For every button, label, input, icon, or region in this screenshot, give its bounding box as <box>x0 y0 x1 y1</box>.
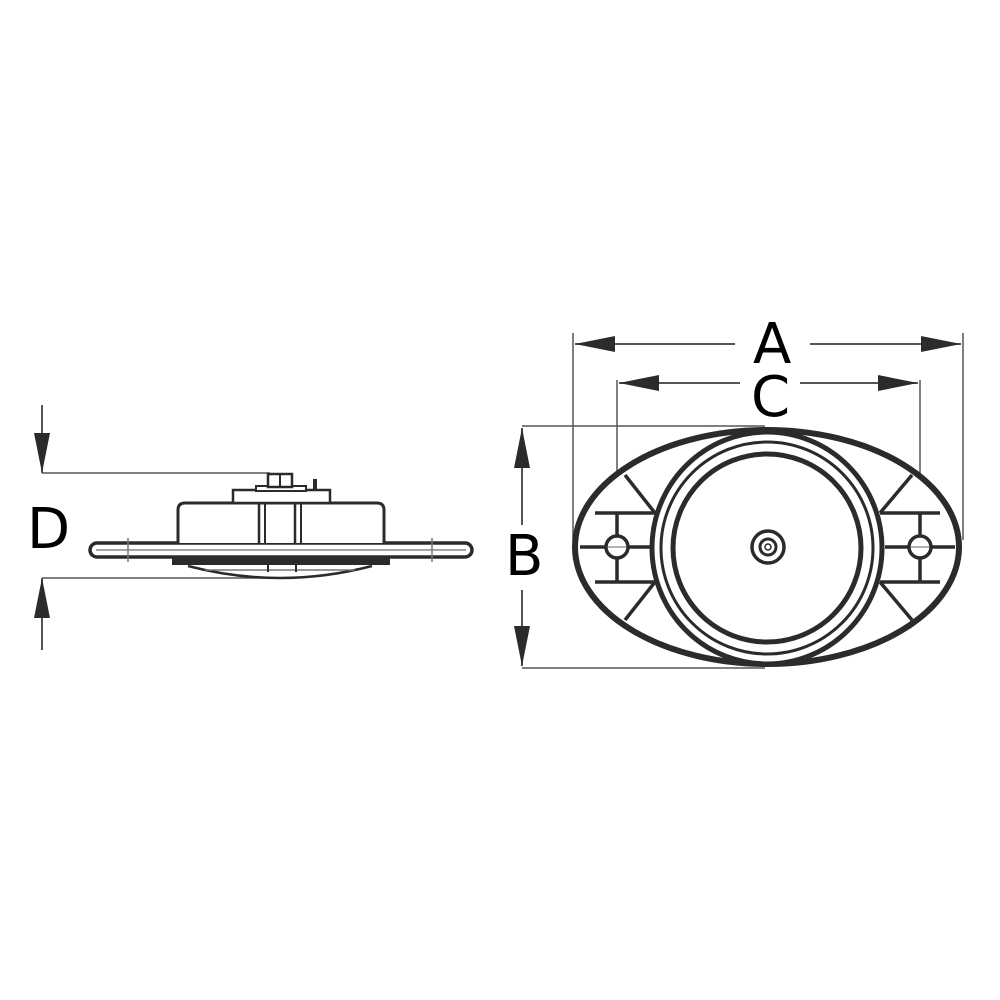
middle-ring <box>659 440 875 656</box>
left-mount-lobe <box>580 473 657 622</box>
dimension-label-a: A <box>753 312 791 377</box>
dimension-label-c: C <box>751 365 790 430</box>
housing-body <box>176 501 386 543</box>
bottom-dome <box>187 564 373 580</box>
dimension-label-b: B <box>505 524 543 589</box>
dimension-label-d: D <box>27 497 70 562</box>
side-view: D <box>27 405 474 650</box>
gasket-band <box>172 556 390 565</box>
pin <box>313 479 317 490</box>
right-mount-lobe <box>878 473 955 622</box>
top-view: A C B <box>505 312 964 669</box>
